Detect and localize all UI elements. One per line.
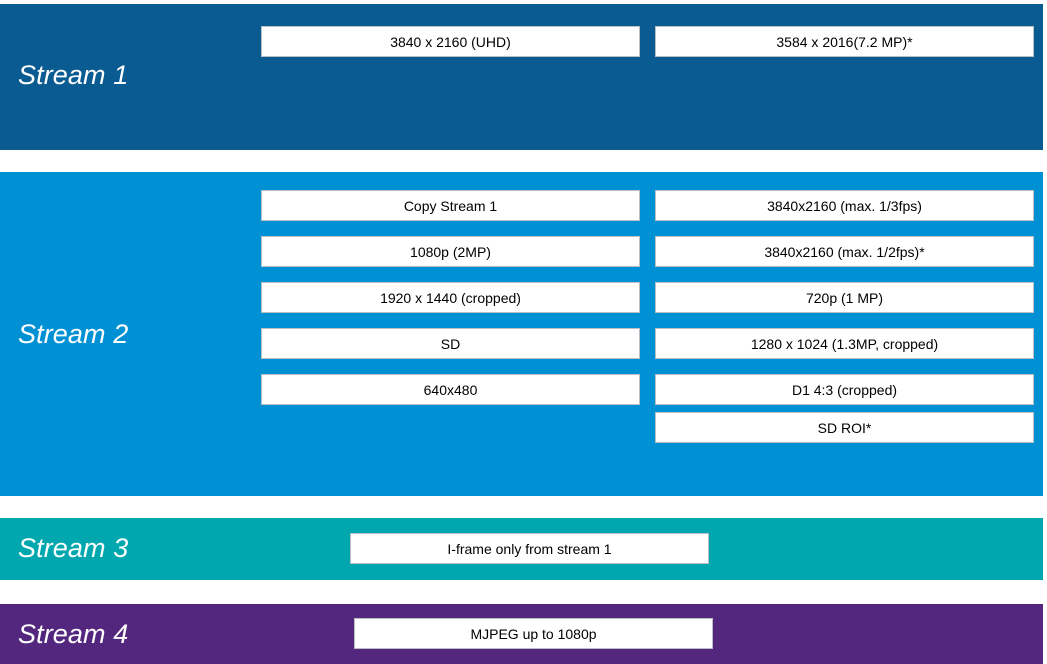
stream-1-option-box[interactable]: 3840 x 2160 (UHD)	[261, 26, 640, 57]
stream-2-option-box[interactable]: 720p (1 MP)	[655, 282, 1034, 313]
stream-2-option-box[interactable]: 640x480	[261, 374, 640, 405]
stream-2-option-box[interactable]: D1 4:3 (cropped)	[655, 374, 1034, 405]
stream-4-option-box[interactable]: MJPEG up to 1080p	[354, 618, 713, 649]
stream-3-label: Stream 3	[18, 533, 129, 563]
stream-2-option-box[interactable]: 3840x2160 (max. 1/3fps)	[655, 190, 1034, 221]
stream-2-option-box[interactable]: 1080p (2MP)	[261, 236, 640, 267]
stream-1-label: Stream 1	[18, 60, 129, 90]
stream-2-label: Stream 2	[18, 319, 129, 349]
stream-2-option-box[interactable]: SD	[261, 328, 640, 359]
stream-2-option-box[interactable]: 3840x2160 (max. 1/2fps)*	[655, 236, 1034, 267]
stream-4-label: Stream 4	[18, 619, 129, 649]
stream-1-option-box[interactable]: 3584 x 2016(7.2 MP)*	[655, 26, 1034, 57]
stream-3-option-box[interactable]: I-frame only from stream 1	[350, 533, 709, 564]
stream-2-option-box[interactable]: Copy Stream 1	[261, 190, 640, 221]
stream-2-option-box[interactable]: 1280 x 1024 (1.3MP, cropped)	[655, 328, 1034, 359]
stream-2-option-box[interactable]: 1920 x 1440 (cropped)	[261, 282, 640, 313]
stream-2-option-box[interactable]: SD ROI*	[655, 412, 1034, 443]
